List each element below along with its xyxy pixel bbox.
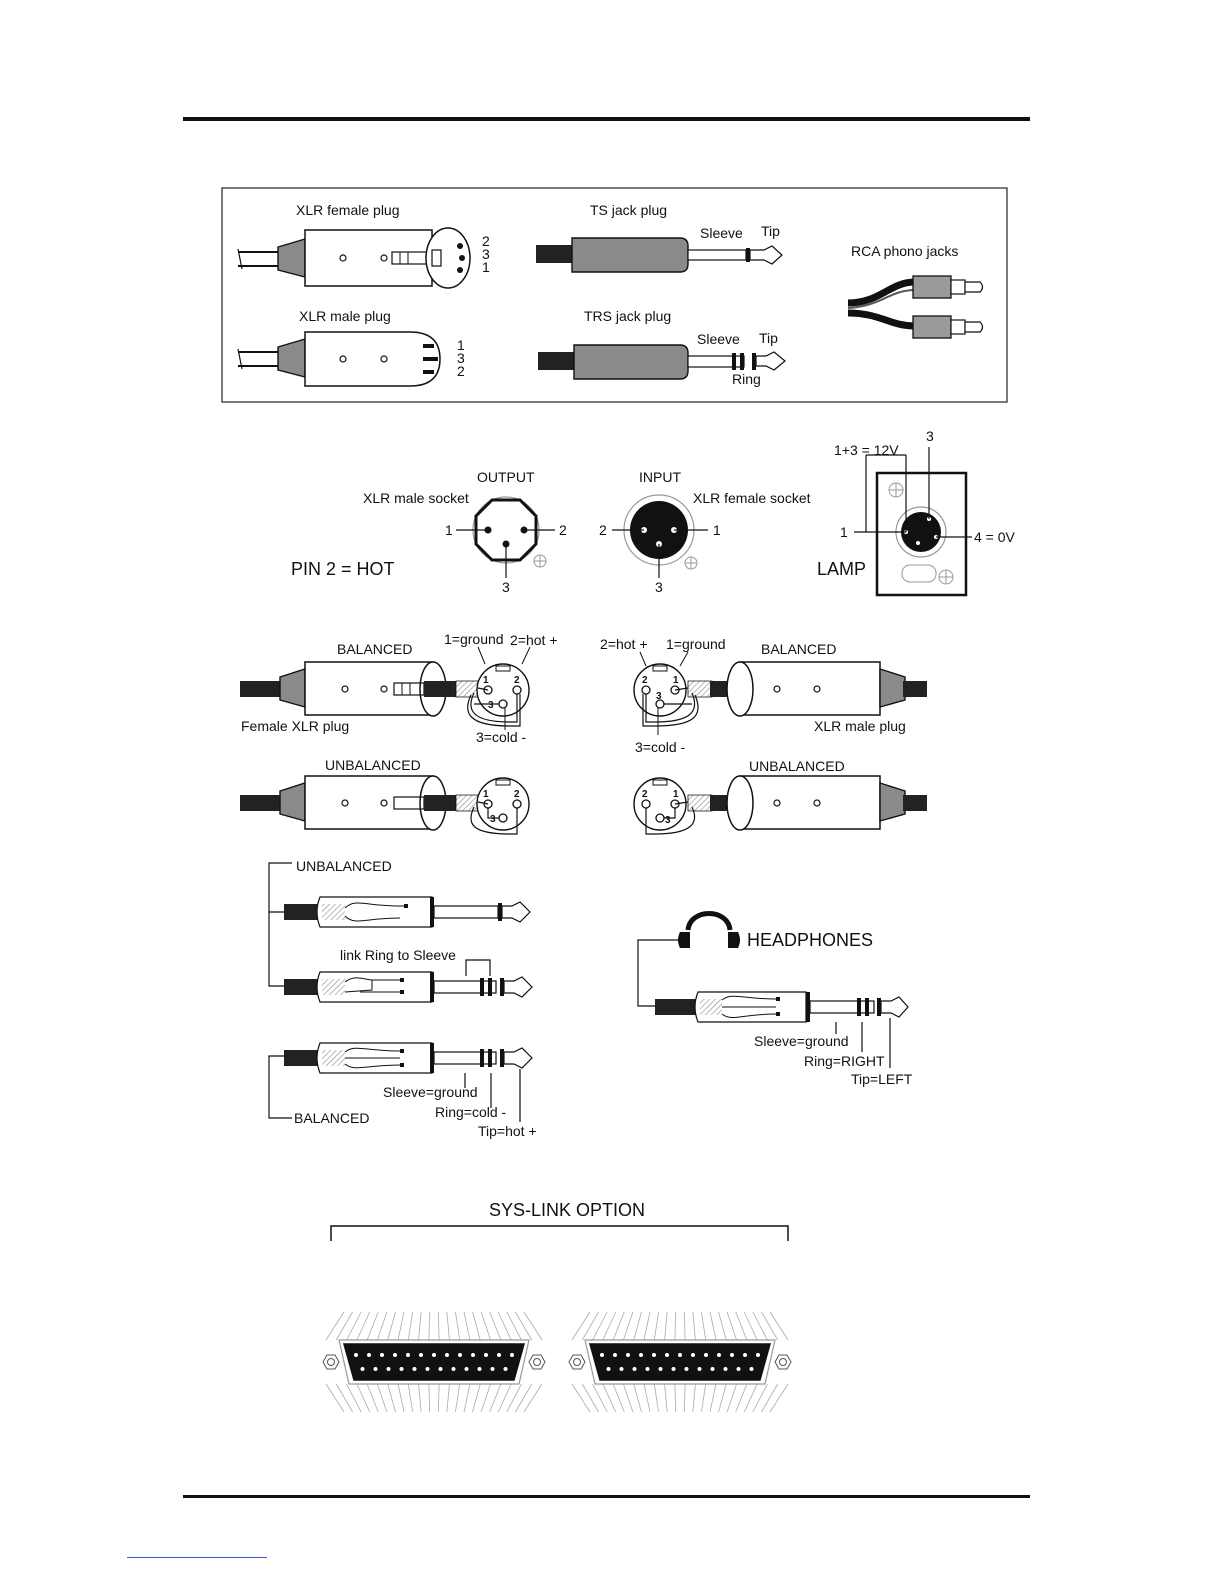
unbalanced-bracket [268,862,292,987]
xlr-male-plug-label: XLR male plug [299,308,391,324]
right-unbal-pin-2: 2 [642,789,648,800]
left-bal-pin-2: 2 [514,675,520,686]
input-pin-right: 1 [713,522,721,538]
left-unbal-pin-1: 1 [483,789,489,800]
left-unbal-pin-3: 3 [490,814,496,825]
right-hot-label: 2=hot + [600,636,648,652]
link-ring-sleeve-jack-drawing [284,959,533,1003]
right-unbal-pin-3: 3 [665,815,671,826]
jack-balanced-title: BALANCED [294,1110,369,1126]
right-unbalanced-title: UNBALANCED [749,758,845,774]
headphones-icon [678,911,740,948]
top-rule [183,117,1030,121]
output-socket-name: XLR male socket [363,490,469,506]
trs-ring-label: Ring [732,371,761,387]
trs-jack-label: TRS jack plug [584,308,671,324]
connectors-frame [221,187,1008,403]
input-socket-name: XLR female socket [693,490,811,506]
jack-ring-label: Ring=cold - [435,1104,507,1120]
unbalanced-ts-jack-drawing [284,896,531,928]
syslink-bracket [330,1225,789,1241]
right-ground-label: 1=ground [666,636,726,652]
balanced-bracket [268,1055,292,1119]
output-xlr-male-socket-drawing [456,496,555,578]
bottom-rule [183,1495,1030,1498]
left-unbal-pin-2: 2 [514,789,520,800]
right-bal-pin-3: 3 [656,691,662,702]
xlr-female-pin-a: 2 [482,233,490,249]
headphones-title: HEADPHONES [747,930,873,950]
headphones-tip-label: Tip=LEFT [851,1071,913,1087]
input-xlr-female-socket-drawing [612,494,708,578]
trs-sleeve-label: Sleeve [697,331,740,347]
left-bal-pin-3: 3 [488,700,494,711]
footer-link-underline [127,1557,267,1558]
left-balanced-title: BALANCED [337,641,412,657]
link-ring-sleeve-label: link Ring to Sleeve [340,947,456,963]
input-title: INPUT [639,469,681,485]
left-balanced-xlr-drawing [240,646,531,730]
ts-sleeve-label: Sleeve [700,225,743,241]
rca-label: RCA phono jacks [851,243,958,259]
output-pin-bottom: 3 [502,579,510,595]
left-unbalanced-xlr-drawing [240,775,530,835]
trs-jack-plug-drawing [538,344,786,380]
output-pin-right: 2 [559,522,567,538]
headphones-ring-label: Ring=RIGHT [804,1053,885,1069]
xlr-male-plug-caption: XLR male plug [814,718,906,734]
female-xlr-plug-caption: Female XLR plug [241,718,349,734]
jack-unbalanced-title: UNBALANCED [296,858,392,874]
left-ground-label: 1=ground [444,631,504,647]
xlr-male-pin-a: 1 [457,337,465,353]
headphones-jack-drawing [637,939,909,1068]
right-unbalanced-xlr-drawing [633,775,927,835]
right-balanced-title: BALANCED [761,641,836,657]
input-pin-bottom: 3 [655,579,663,595]
lamp-title: LAMP [817,559,866,579]
left-unbalanced-title: UNBALANCED [325,757,421,773]
xlr-male-pin-b: 3 [457,350,465,366]
lamp-socket-drawing [854,447,972,597]
headphones-sleeve-label: Sleeve=ground [754,1033,849,1049]
output-pin-left: 1 [445,522,453,538]
xlr-male-pin-c: 2 [457,363,465,379]
output-title: OUTPUT [477,469,535,485]
dsub-connector-right [568,1311,792,1413]
ts-jack-plug-drawing [536,237,783,273]
left-hot-label: 2=hot + [510,632,558,648]
jack-tip-label: Tip=hot + [478,1123,537,1139]
xlr-female-plug-drawing [237,227,471,289]
lamp-12v-label: 1+3 = 12V [834,442,899,458]
dsub-connector-left [322,1311,546,1413]
xlr-female-plug-label: XLR female plug [296,202,400,218]
pin2-hot-label: PIN 2 = HOT [291,559,395,579]
right-bal-pin-1: 1 [673,675,679,686]
right-balanced-xlr-drawing [633,651,927,735]
rca-phono-jacks-drawing [847,275,984,339]
left-cold-label: 3=cold - [476,729,527,745]
xlr-male-plug-drawing [237,331,441,387]
left-bal-pin-1: 1 [483,675,489,686]
syslink-title: SYS-LINK OPTION [489,1200,645,1220]
ts-jack-label: TS jack plug [590,202,667,218]
trs-tip-label: Tip [759,330,778,346]
right-bal-pin-2: 2 [642,675,648,686]
right-cold-label: 3=cold - [635,739,686,755]
right-unbal-pin-1: 1 [673,789,679,800]
input-pin-left: 2 [599,522,607,538]
xlr-female-pin-b: 3 [482,246,490,262]
xlr-female-pin-c: 1 [482,259,490,275]
ts-tip-label: Tip [761,223,780,239]
lamp-pin-top: 3 [926,428,934,444]
balanced-trs-jack-drawing [284,1042,533,1122]
jack-sleeve-label: Sleeve=ground [383,1084,478,1100]
lamp-pin-left: 1 [840,524,848,540]
lamp-0v-label: 4 = 0V [974,529,1016,545]
